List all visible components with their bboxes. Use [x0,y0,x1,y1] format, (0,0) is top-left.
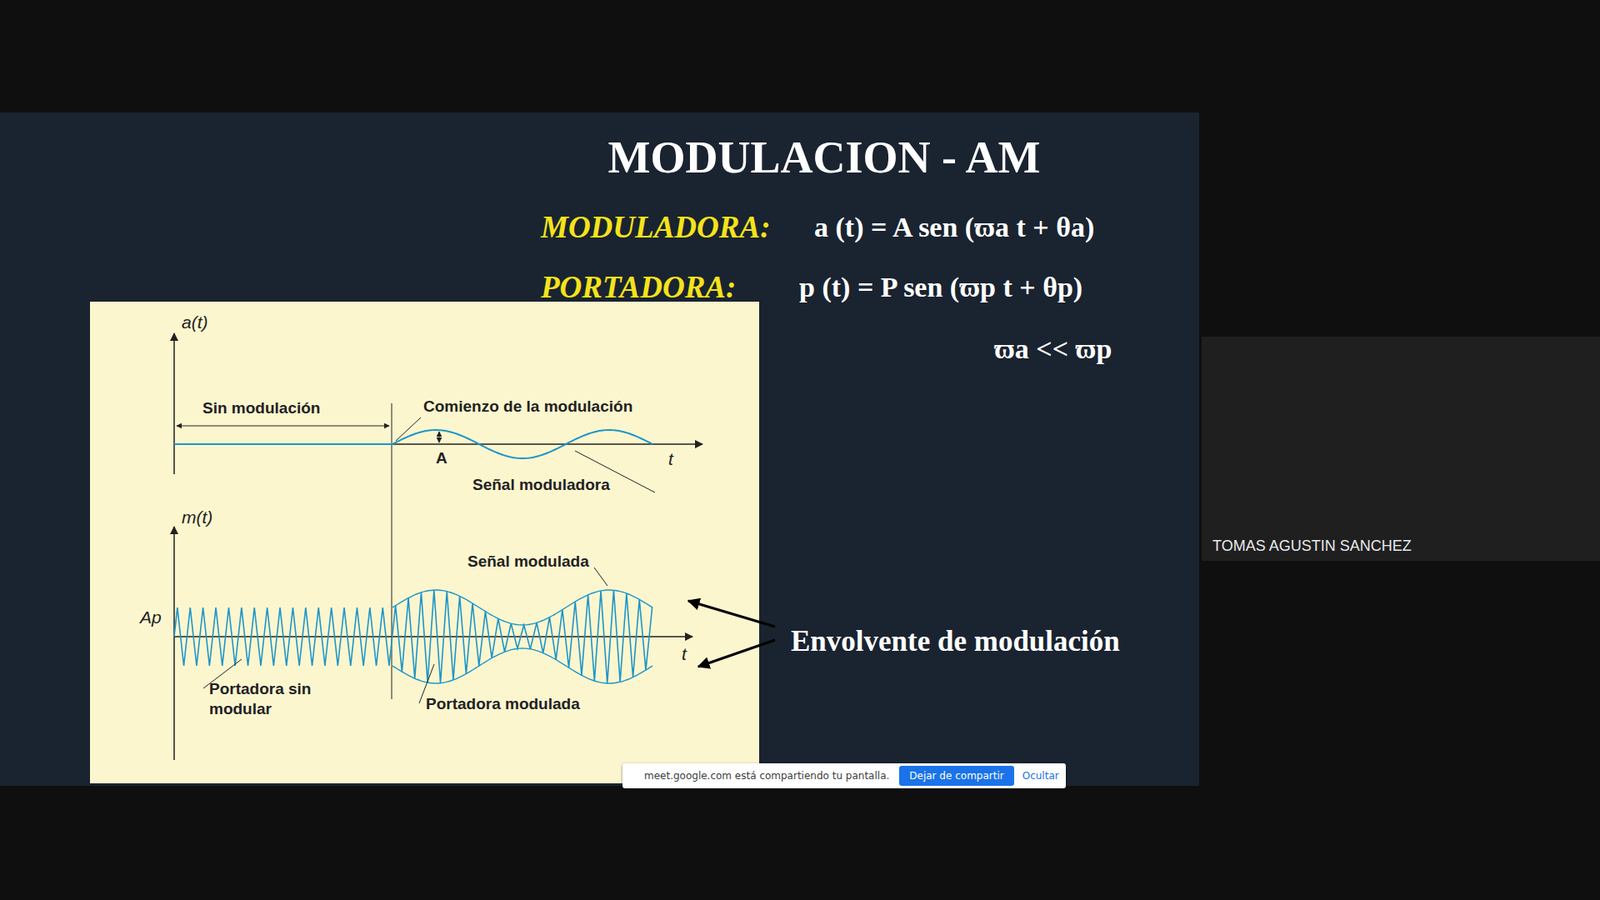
figure-label: Portadora sin modular [209,679,326,720]
dimension-arrow [176,425,390,427]
figure-label: Comienzo de la modulación [423,396,633,417]
flat-signal [174,443,393,445]
axis-label: t [681,643,687,665]
figure-label: A [435,448,448,469]
carrier-wave [174,590,653,684]
axis-label: m(t) [181,506,213,529]
callout-arrow [688,600,775,627]
signal-name: PORTADORA: [540,268,736,307]
participant-tile: TOMAS AGUSTIN SANCHEZ [1201,336,1600,561]
formula: p (t) = P sen (ϖp t + θp) [799,270,1083,306]
slide-title: MODULACION - AM [608,131,1041,184]
share-bar: meet.google.com está compartiendo tu pan… [622,763,1066,789]
node-text: Ocultar [1022,770,1060,782]
axis [174,443,703,445]
callout-label: Envolvente de modulación [790,623,1120,660]
figure-label: Señal modulada [467,551,590,572]
envelope [392,590,653,625]
figure-label: Sin modulación [202,398,320,419]
envelope [392,648,653,684]
node-text: Dejar de compartir [909,770,1004,782]
figure-label: Portadora modulada [425,694,580,715]
node-text: TOMAS AGUSTIN SANCHEZ [1212,537,1600,555]
axis [173,526,175,760]
slide-background [0,112,1200,786]
axis-label: t [668,448,674,470]
am-figure [174,333,703,760]
formula: a (t) = A sen (ϖa t + θa) [814,210,1095,246]
leader-line [594,567,608,586]
separator-line [391,403,393,700]
axis [174,635,693,638]
leader-line [395,417,421,441]
figure-label: Señal moduladora [472,475,610,495]
stop-sharing-button: Dejar de compartir [899,765,1014,786]
callout-arrow [698,640,775,667]
modulating-wave [392,430,653,459]
axis-label: Ap [140,606,162,629]
axis [173,333,175,475]
formula: ϖa << ϖp [994,331,1112,368]
signal-name: MODULADORA: [540,208,770,247]
node-text: meet.google.com está compartiendo tu pan… [644,770,890,782]
amplitude-arrow [439,431,440,443]
figure-panel [90,301,760,784]
axis-label: a(t) [181,311,209,334]
